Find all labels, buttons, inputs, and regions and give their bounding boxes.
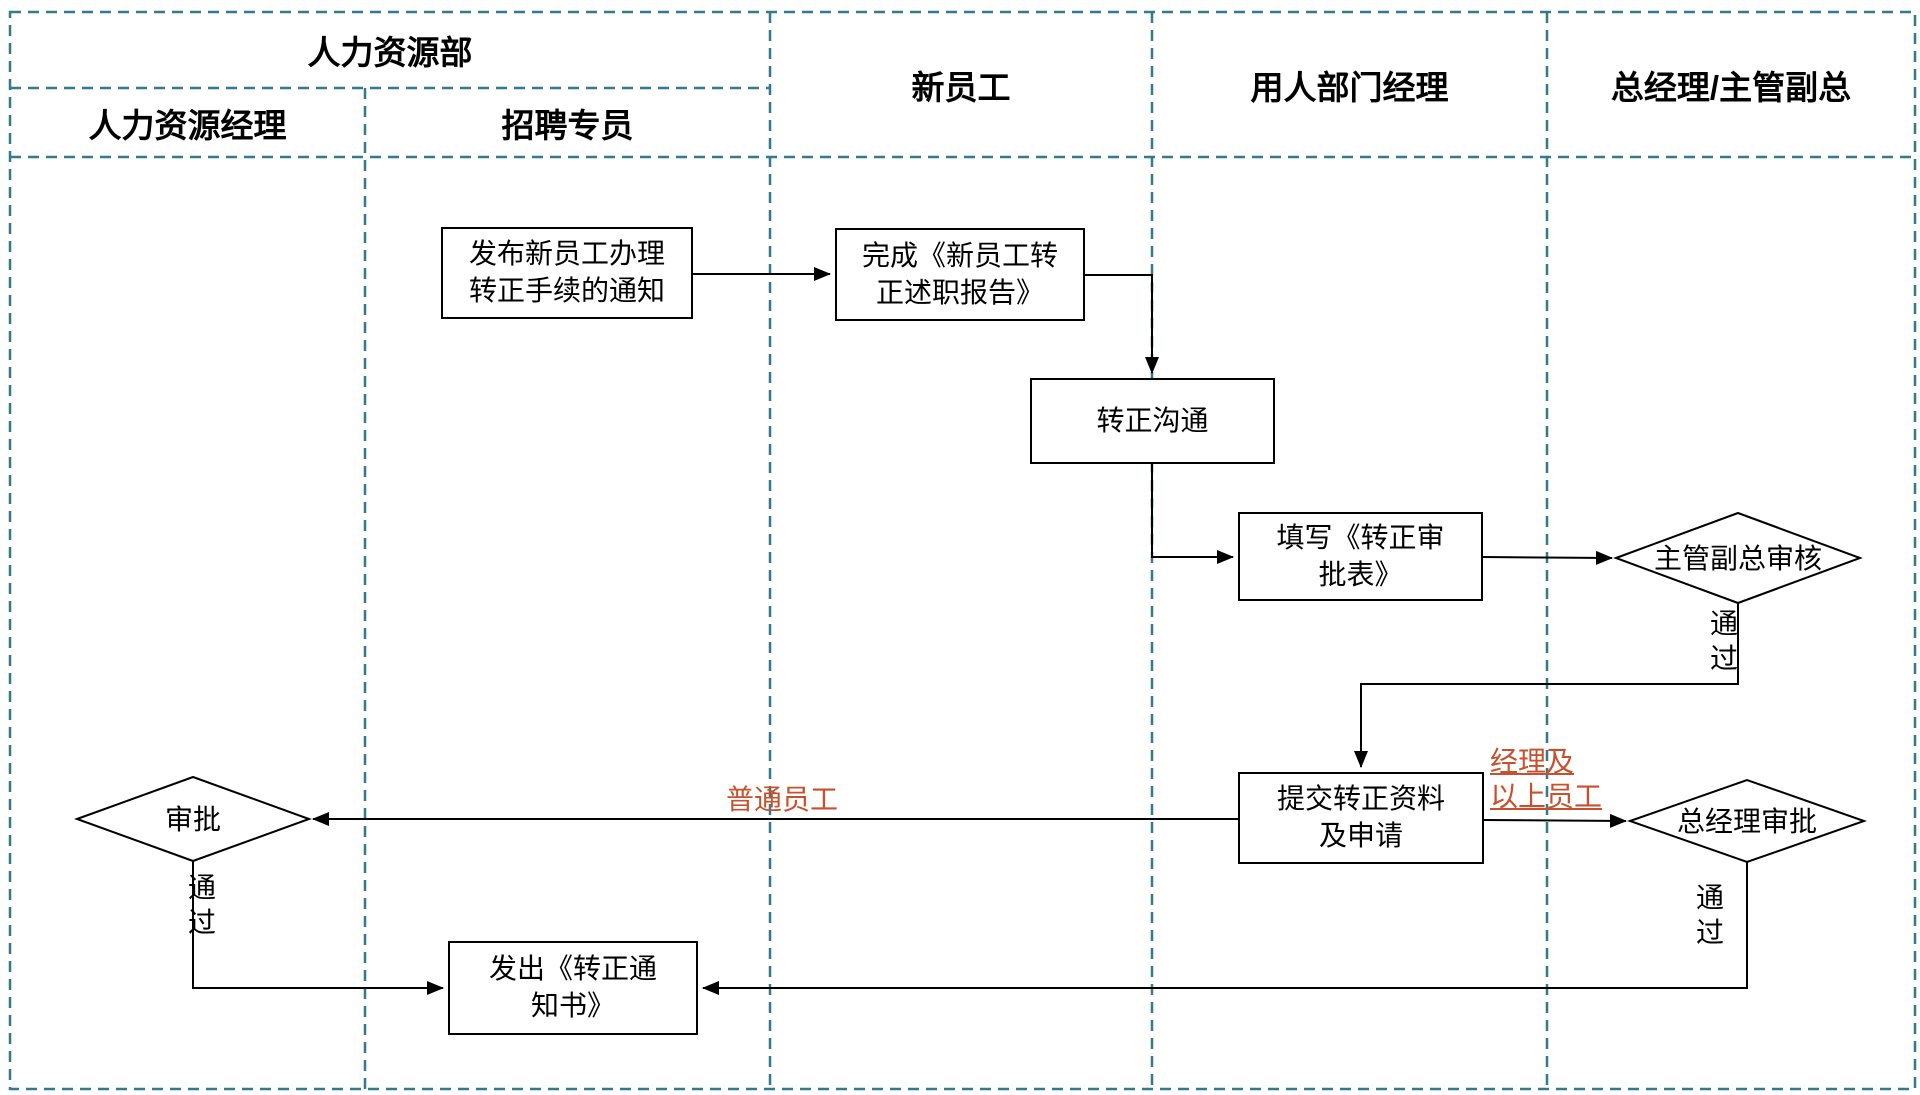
edge-label-approve-pass: 通 过: [187, 872, 216, 938]
connectors: [192, 267, 1748, 995]
connector-approve-to-notice: [192, 861, 444, 995]
node-issue-notice: 发出《转正通 知书》: [448, 941, 698, 1035]
edge-label-vp-pass: 通 过: [1709, 608, 1738, 674]
lane-header-recruiter: 招聘专员: [501, 106, 634, 144]
lane-header-hr-manager: 人力资源经理: [88, 106, 287, 144]
lane-header-gm-vp: 总经理/主管副总: [1610, 68, 1852, 106]
lane-grid: [8, 10, 1917, 1091]
edge-label-regular-employee: 普通员工: [725, 784, 838, 815]
connector-report-to-communicate: [1085, 274, 1159, 374]
connector-communicate-to-form: [1151, 464, 1234, 564]
edge-label-gm-pass: 通 过: [1695, 882, 1724, 948]
connector-gm-approve-to-notice: [702, 862, 1748, 995]
lane-header-new-employee: 新员工: [911, 68, 1011, 106]
connector-submit-to-gm-approve: [1483, 813, 1627, 828]
diamond-label-gm-approve: 总经理审批: [1676, 806, 1817, 837]
connector-form-to-vp-review: [1482, 550, 1613, 565]
node-communication: 转正沟通: [1030, 378, 1275, 464]
node-submit-materials: 提交转正资料 及申请: [1238, 772, 1484, 864]
diamond-vp-review: [1613, 511, 1863, 605]
node-fill-approval-form: 填写《转正审 批表》: [1238, 512, 1483, 601]
diamond-approve: [74, 775, 312, 863]
lane-outer-border: [8, 10, 1917, 1091]
node-publish-notice: 发布新员工办理 转正手续的通知: [441, 227, 693, 319]
lane-header-hr-department: 人力资源部: [307, 34, 473, 71]
diamond-label-approve: 审批: [164, 804, 221, 835]
diamond-gm-approve: [1626, 778, 1868, 864]
decision-shapes: [74, 511, 1868, 864]
lane-header-dept-manager: 用人部门经理: [1250, 68, 1449, 106]
edge-label-manager-and-above: 经理及 以上员工: [1490, 746, 1603, 812]
node-complete-report: 完成《新员工转 正述职报告》: [835, 228, 1085, 321]
diamond-label-vp-review: 主管副总审核: [1653, 543, 1822, 574]
connector-vp-review-to-submit: [1354, 603, 1739, 768]
